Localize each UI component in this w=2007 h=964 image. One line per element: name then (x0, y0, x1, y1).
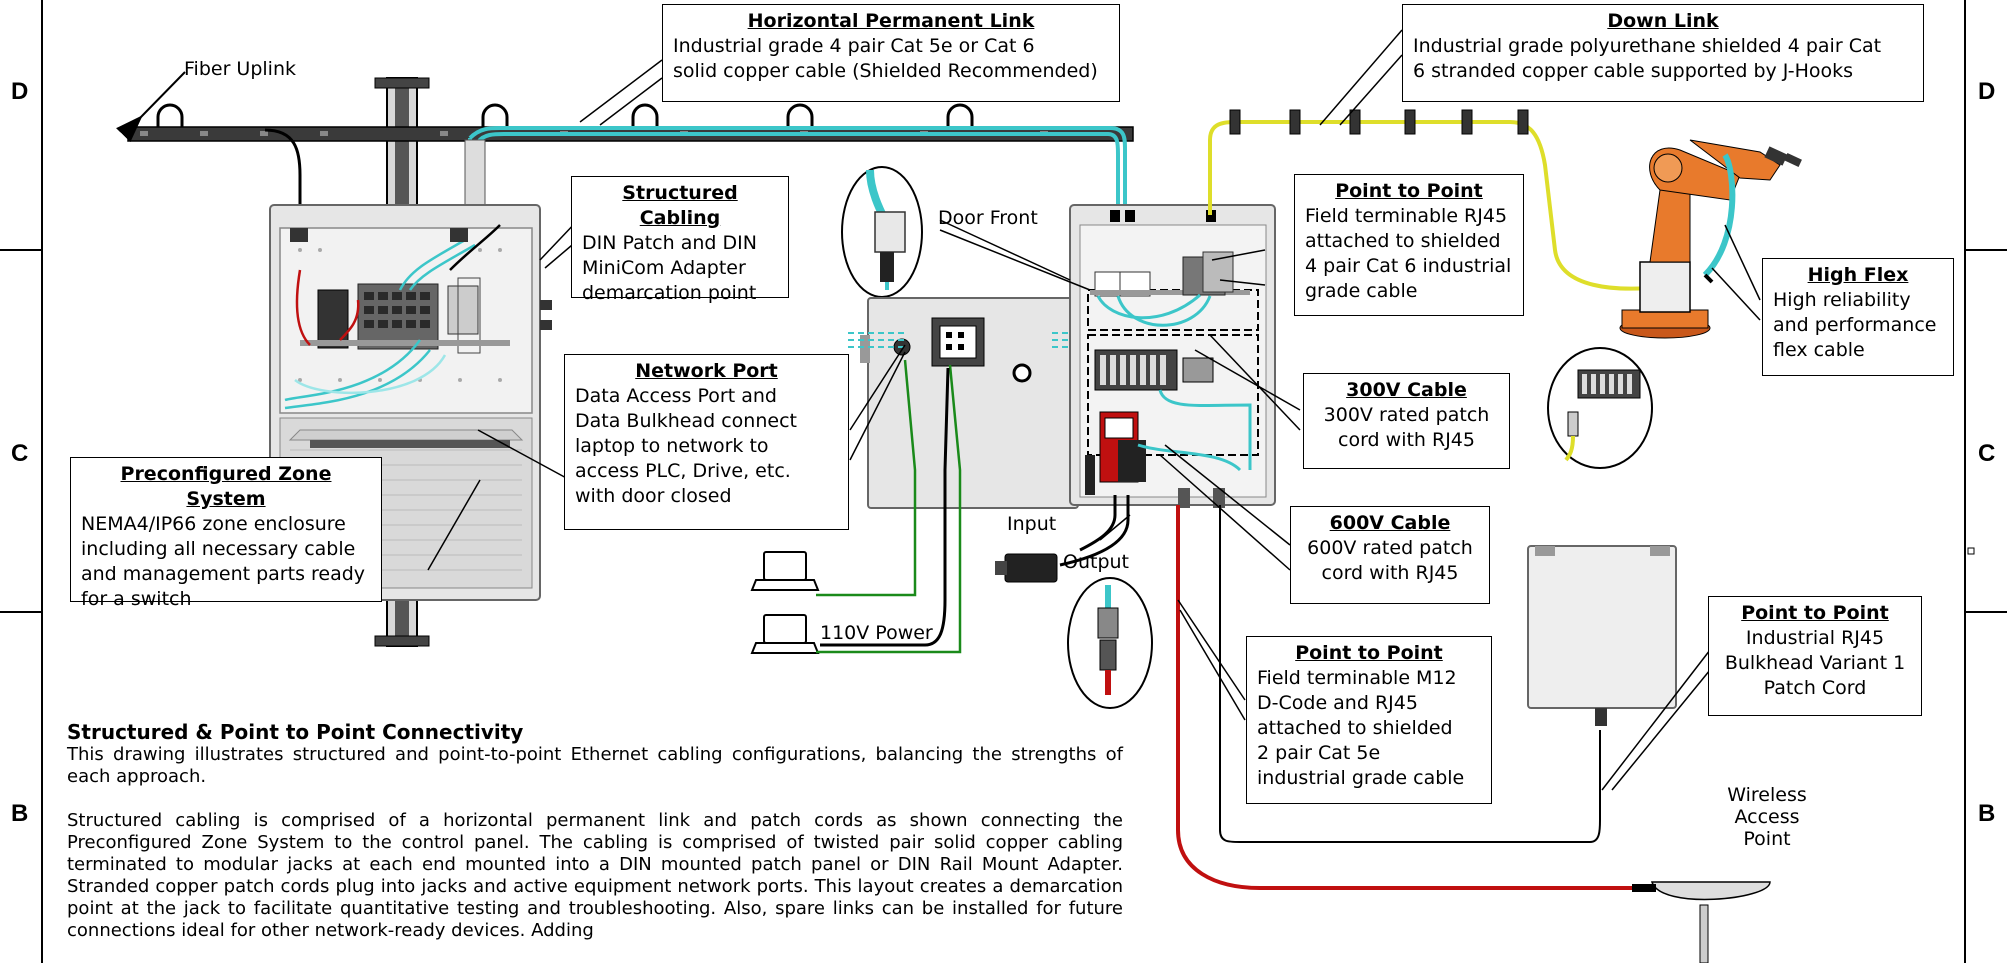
fiber-uplink-label: Fiber Uplink (184, 58, 296, 80)
callout-point-to-point-rj45: Point to Point Field terminable RJ45 att… (1294, 174, 1524, 316)
zone-letter-c-left: C (11, 440, 29, 467)
fiber-uplink-arrow (116, 71, 186, 143)
bulkhead-enclosure (1527, 545, 1677, 726)
callout-zone-system: Preconfigured Zone System NEMA4/IP66 zon… (70, 457, 382, 610)
callout-high-flex: High Flex High reliability and performan… (1762, 258, 1954, 376)
callout-body: Field terminable RJ45 attached to shield… (1305, 205, 1512, 302)
laptop-cable-1 (816, 359, 917, 597)
description-paragraph: This drawing illustrates structured and … (67, 744, 1123, 787)
wireless-ap-label: Wireless Access Point (1727, 784, 1807, 850)
callout-body: Data Access Port and Data Bulkhead conne… (575, 385, 797, 507)
power-label: 110V Power (820, 622, 933, 644)
callout-600v-cable: 600V Cable 600V rated patch cord with RJ… (1290, 506, 1490, 604)
callout-title: Down Link (1607, 10, 1719, 32)
callout-body: Industrial grade polyurethane shielded 4… (1413, 35, 1882, 82)
callout-body: 600V rated patch cord with RJ45 (1307, 537, 1473, 584)
motor-cables (1059, 495, 1130, 567)
callout-300v-cable: 300V Cable 300V rated patch cord with RJ… (1303, 373, 1510, 469)
motor-icon (995, 553, 1058, 583)
door-front-label: Door Front (938, 207, 1038, 229)
description-heading: Structured & Point to Point Connectivity (67, 720, 524, 744)
zone-letter-c-right: C (1978, 440, 1996, 467)
callout-body: 300V rated patch cord with RJ45 (1323, 404, 1490, 451)
callout-title: High Flex (1807, 264, 1909, 286)
callout-network-port: Network Port Data Access Port and Data B… (564, 354, 849, 530)
callout-title: 300V Cable (1346, 379, 1467, 401)
callout-horizontal-link: Horizontal Permanent Link Industrial gra… (662, 4, 1120, 102)
laptop-cable-2 (816, 364, 962, 654)
callout-down-link: Down Link Industrial grade polyurethane … (1402, 4, 1924, 102)
callout-leaders (427, 29, 1761, 791)
callout-point-to-point-m12: Point to Point Field terminable M12 D-Co… (1246, 636, 1492, 804)
output-label: Output (1063, 551, 1129, 573)
callout-body: NEMA4/IP66 zone enclosure including all … (81, 513, 366, 610)
callout-title: Preconfigured Zone System (120, 463, 332, 510)
callout-title: Point to Point (1295, 642, 1443, 664)
callout-title: Network Port (635, 360, 778, 382)
input-label: Input (1007, 513, 1057, 535)
power-cable (820, 367, 950, 647)
structured-cabling-magnifier (841, 166, 923, 298)
callout-body: DIN Patch and DIN MiniCom Adapter demarc… (582, 232, 757, 304)
zone-letter-d-left: D (11, 78, 29, 105)
callout-title: Point to Point (1335, 180, 1483, 202)
callout-title: Structured Cabling (622, 182, 738, 229)
description-block: Structured & Point to Point Connectivity… (67, 720, 1123, 964)
wireless-access-point-icon (1632, 881, 1771, 963)
callout-body: Industrial RJ45 Bulkhead Variant 1 Patch… (1724, 627, 1906, 699)
robot-connector-magnifier (1547, 347, 1653, 469)
callout-structured-cabling: Structured Cabling DIN Patch and DIN Min… (571, 176, 789, 304)
callout-body: High reliability and performance flex ca… (1773, 289, 1937, 361)
callout-body: Industrial grade 4 pair Cat 5e or Cat 6 … (673, 35, 1098, 82)
down-link-cable (1208, 120, 1651, 291)
zone-letter-d-right: D (1978, 78, 1996, 105)
callout-point-to-point-bulkhead: Point to Point Industrial RJ45 Bulkhead … (1708, 596, 1922, 716)
wireless-cable (1176, 505, 1640, 890)
callout-body: Field terminable M12 D-Code and RJ45 att… (1257, 667, 1465, 789)
callout-title: Point to Point (1741, 602, 1889, 624)
zone-letter-b-right: B (1978, 800, 1996, 827)
zone-letter-b-left: B (11, 800, 29, 827)
m12-connector-magnifier (1067, 577, 1153, 709)
callout-title: 600V Cable (1329, 512, 1451, 534)
robot-arm (1619, 139, 1802, 339)
j-hooks (1229, 109, 1529, 135)
fiber-cable (264, 128, 302, 281)
laptop-icon (750, 551, 820, 654)
callout-title: Horizontal Permanent Link (747, 10, 1035, 32)
control-panel (1069, 204, 1276, 508)
panel-door (860, 297, 1079, 509)
bulkhead-cable (1219, 505, 1601, 843)
description-paragraph: Structured cabling is comprised of a hor… (67, 810, 1123, 941)
